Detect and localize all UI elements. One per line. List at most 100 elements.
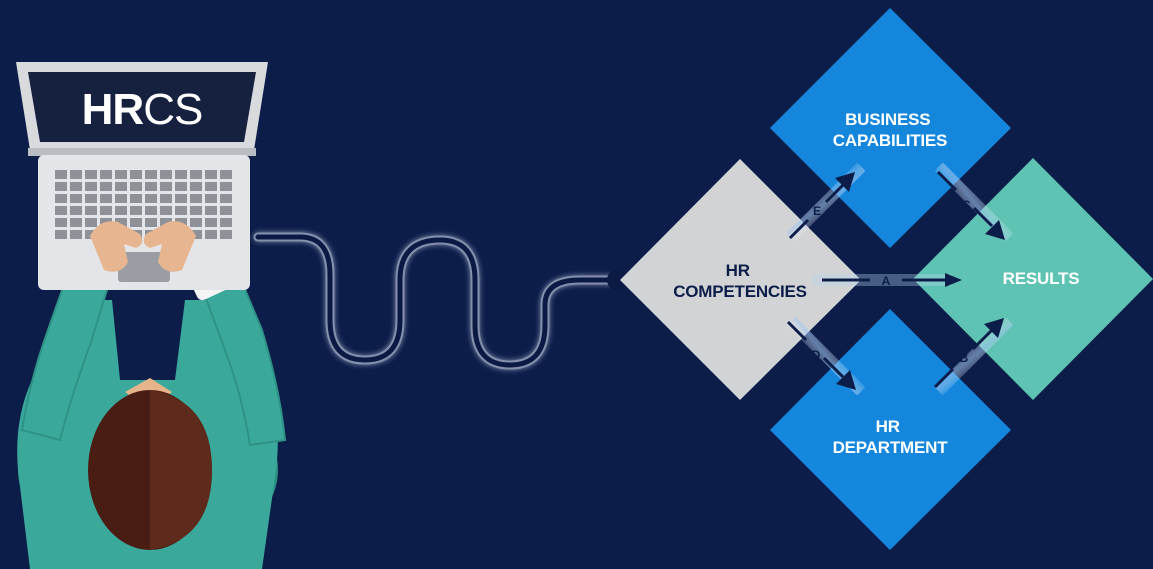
hr-department-line2: DEPARTMENT: [833, 438, 949, 457]
svg-text:BUSINESS CAPABILITIES: BUSINESS CAPABILITIES: [833, 110, 947, 150]
keyboard-key: [70, 182, 82, 191]
keyboard-key: [220, 170, 232, 179]
keyboard-key: [70, 170, 82, 179]
diamond-hr-department: HR DEPARTMENT: [770, 309, 1011, 550]
keyboard-key: [70, 218, 82, 227]
keyboard-key: [205, 218, 217, 227]
keyboard-key: [115, 206, 127, 215]
cable-glow: [253, 232, 623, 370]
arrow-c: C: [935, 163, 1013, 241]
keyboard-key: [55, 194, 67, 203]
keyboard-key: [145, 182, 157, 191]
keyboard-key: [55, 170, 67, 179]
laptop-screen: [28, 72, 256, 142]
keyboard-key: [220, 218, 232, 227]
arrow-d-label: D: [812, 348, 821, 362]
keyboard-key: [190, 194, 202, 203]
hands: [90, 221, 196, 272]
keyboard-key: [115, 182, 127, 191]
keyboard-key: [175, 182, 187, 191]
right-arm: [198, 266, 287, 447]
keyboard-key: [100, 182, 112, 191]
keyboard-key: [85, 182, 97, 191]
keyboard-key: [130, 170, 142, 179]
cable-line: [255, 234, 621, 368]
keyboard-key: [115, 170, 127, 179]
diamond-hr-competencies: HR COMPETENCIES: [620, 159, 861, 400]
cable-connector: [607, 269, 629, 291]
svg-text:HR DEPARTMENT: HR DEPARTMENT: [833, 417, 949, 457]
arrow-b-label: B: [960, 351, 969, 365]
keyboard-key: [70, 206, 82, 215]
keyboard-key: [205, 194, 217, 203]
arrow-a: A: [812, 273, 962, 288]
diamond-results: RESULTS: [913, 158, 1153, 400]
keyboard-key: [100, 170, 112, 179]
keyboard-key: [55, 206, 67, 215]
hair-shade: [150, 390, 212, 550]
cable: [253, 232, 629, 370]
keyboard-key: [205, 170, 217, 179]
keyboard-key: [70, 230, 82, 239]
keyboard-key: [160, 218, 172, 227]
arrow-e-label: E: [813, 204, 821, 218]
laptop: HRCS: [16, 62, 268, 290]
business-capabilities-line2: CAPABILITIES: [833, 131, 947, 150]
trackpad: [118, 252, 170, 282]
keyboard-key: [190, 170, 202, 179]
keyboard-key: [115, 218, 127, 227]
keyboard-key: [85, 218, 97, 227]
keyboard-key: [160, 170, 172, 179]
keyboard-key: [70, 194, 82, 203]
svg-text:RESULTS: RESULTS: [1003, 269, 1080, 288]
keyboard-key: [130, 194, 142, 203]
arrow-a-label: A: [882, 274, 891, 288]
keyboard-key: [175, 194, 187, 203]
keyboard-key: [85, 194, 97, 203]
arrow-e: E: [787, 163, 865, 241]
keyboard-key: [190, 182, 202, 191]
arrow-d: D: [786, 317, 865, 395]
keyboard-key: [145, 194, 157, 203]
keyboard-key: [55, 230, 67, 239]
keyboard-key: [130, 206, 142, 215]
keyboard-key: [205, 230, 217, 239]
left-arm: [20, 260, 112, 442]
laptop-hinge: [28, 148, 256, 156]
svg-text:HR COMPETENCIES: HR COMPETENCIES: [673, 261, 807, 301]
keyboard-key: [190, 218, 202, 227]
keyboard-key: [130, 182, 142, 191]
hr-department-line1: HR: [876, 417, 900, 436]
keyboard-key: [100, 194, 112, 203]
hr-competencies-line2: COMPETENCIES: [673, 282, 807, 301]
keyboard-key: [205, 206, 217, 215]
keyboard-key: [205, 182, 217, 191]
keyboard-key: [55, 218, 67, 227]
keyboard-key: [220, 194, 232, 203]
keyboard-key: [85, 170, 97, 179]
keyboard-key: [220, 230, 232, 239]
keyboard-key: [145, 218, 157, 227]
keyboard-key: [190, 230, 202, 239]
keyboard-key: [145, 206, 157, 215]
keyboard-key: [55, 182, 67, 191]
business-capabilities-line1: BUSINESS: [845, 110, 930, 129]
results-label: RESULTS: [1003, 269, 1080, 288]
hr-competencies-line1: HR: [726, 261, 750, 280]
person-illustration: [17, 248, 287, 569]
keyboard-key: [85, 206, 97, 215]
laptop-logo: HRCS: [82, 85, 203, 134]
keyboard-key: [145, 170, 157, 179]
keyboard-key: [160, 194, 172, 203]
keyboard-key: [115, 194, 127, 203]
right-hand: [143, 221, 196, 272]
arrow-b: B: [933, 317, 1013, 395]
keyboard-key: [190, 206, 202, 215]
keyboard-key: [220, 182, 232, 191]
keyboard-key: [100, 206, 112, 215]
keyboard-key: [175, 206, 187, 215]
keyboard-key: [220, 206, 232, 215]
arrow-c-label: C: [962, 198, 971, 212]
